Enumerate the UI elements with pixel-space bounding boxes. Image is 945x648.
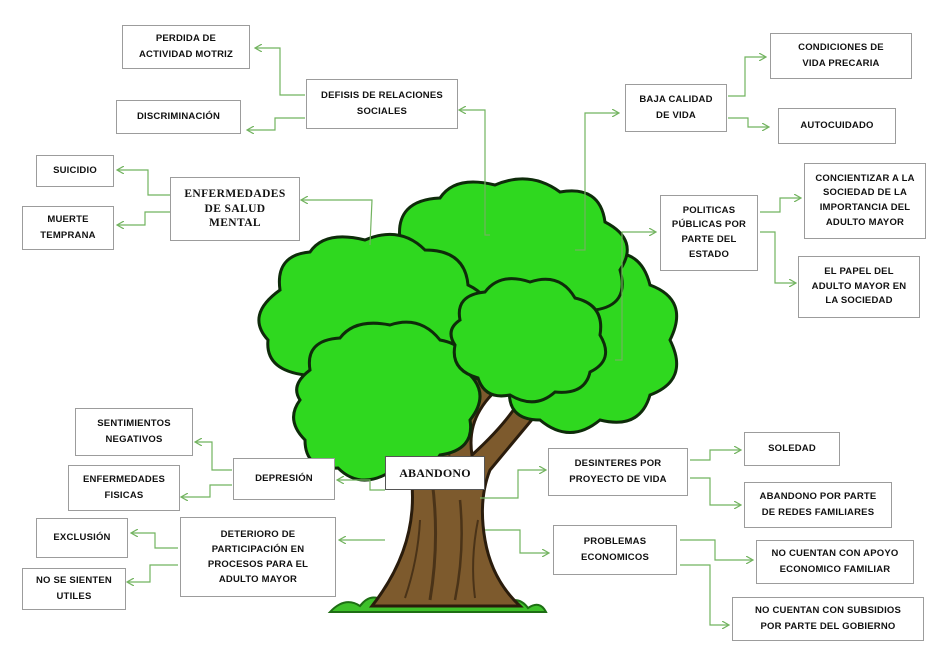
- connector-line: [118, 211, 172, 225]
- connector-line: [118, 170, 172, 196]
- node-abandono-redes-familiares: ABANDONO POR PARTE DE REDES FAMILIARES: [744, 482, 892, 528]
- node-problemas-economicos: PROBLEMAS ECONOMICOS: [553, 525, 677, 575]
- node-desinteres-proyecto-vida: DESINTERES POR PROYECTO DE VIDA: [548, 448, 688, 496]
- connector-line: [680, 539, 752, 560]
- node-autocuidado: AUTOCUIDADO: [778, 108, 896, 144]
- connector-line: [728, 117, 768, 127]
- connector-line: [248, 117, 305, 130]
- node-defisis-relaciones-sociales: DEFISIS DE RELACIONES SOCIALES: [306, 79, 458, 129]
- connector-line: [615, 232, 655, 361]
- connector-line: [728, 57, 765, 97]
- connector-line: [196, 442, 232, 471]
- node-suicidio: SUICIDIO: [36, 155, 114, 187]
- node-no-se-sienten-utiles: NO SE SIENTEN UTILES: [22, 568, 126, 610]
- connector-line: [485, 529, 548, 553]
- node-discriminacion: DISCRIMINACIÓN: [116, 100, 241, 134]
- connector-line: [256, 48, 305, 96]
- tree-foliage: [257, 177, 679, 482]
- node-baja-calidad-vida: BAJA CALIDAD DE VIDA: [625, 84, 727, 132]
- connector-line: [690, 477, 740, 505]
- connector-line: [760, 198, 800, 213]
- node-condiciones-vida-precaria: CONDICIONES DE VIDA PRECARIA: [770, 33, 912, 79]
- node-no-subsidios-gobierno: NO CUENTAN CON SUBSIDIOS POR PARTE DEL G…: [732, 597, 924, 641]
- node-concientizar-sociedad: CONCIENTIZAR A LA SOCIEDAD DE LA IMPORTA…: [804, 163, 926, 239]
- connector-line: [132, 533, 178, 549]
- node-sentimientos-negativos: SENTIMIENTOS NEGATIVOS: [75, 408, 193, 456]
- connector-line: [338, 480, 385, 491]
- connector-line: [575, 113, 618, 251]
- connector-line: [128, 564, 178, 582]
- connector-line: [302, 200, 373, 246]
- node-muerte-temprana: MUERTE TEMPRANA: [22, 206, 114, 250]
- connector-line: [182, 484, 232, 497]
- node-enfermedades-salud-mental: ENFERMEDADES DE SALUD MENTAL: [170, 177, 300, 241]
- node-depresion: DEPRESIÓN: [233, 458, 335, 500]
- connector-line: [760, 231, 795, 283]
- node-exclusion: EXCLUSIÓN: [36, 518, 128, 558]
- node-abandono-center: ABANDONO: [385, 456, 485, 490]
- node-no-apoyo-economico: NO CUENTAN CON APOYO ECONOMICO FAMILIAR: [756, 540, 914, 584]
- node-soledad: SOLEDAD: [744, 432, 840, 466]
- node-enfermedades-fisicas: ENFERMEDADES FISICAS: [68, 465, 180, 511]
- node-deterioro-participacion: DETERIORO DE PARTICIPACIÓN EN PROCESOS P…: [180, 517, 336, 597]
- node-papel-adulto-mayor: EL PAPEL DEL ADULTO MAYOR EN LA SOCIEDAD: [798, 256, 920, 318]
- connector-line: [690, 450, 740, 461]
- node-politicas-publicas: POLITICAS PÚBLICAS POR PARTE DEL ESTADO: [660, 195, 758, 271]
- connector-line: [680, 564, 728, 625]
- connector-line: [460, 110, 490, 236]
- connector-line: [480, 470, 545, 499]
- node-perdida-actividad-motriz: PERDIDA DE ACTIVIDAD MOTRIZ: [122, 25, 250, 69]
